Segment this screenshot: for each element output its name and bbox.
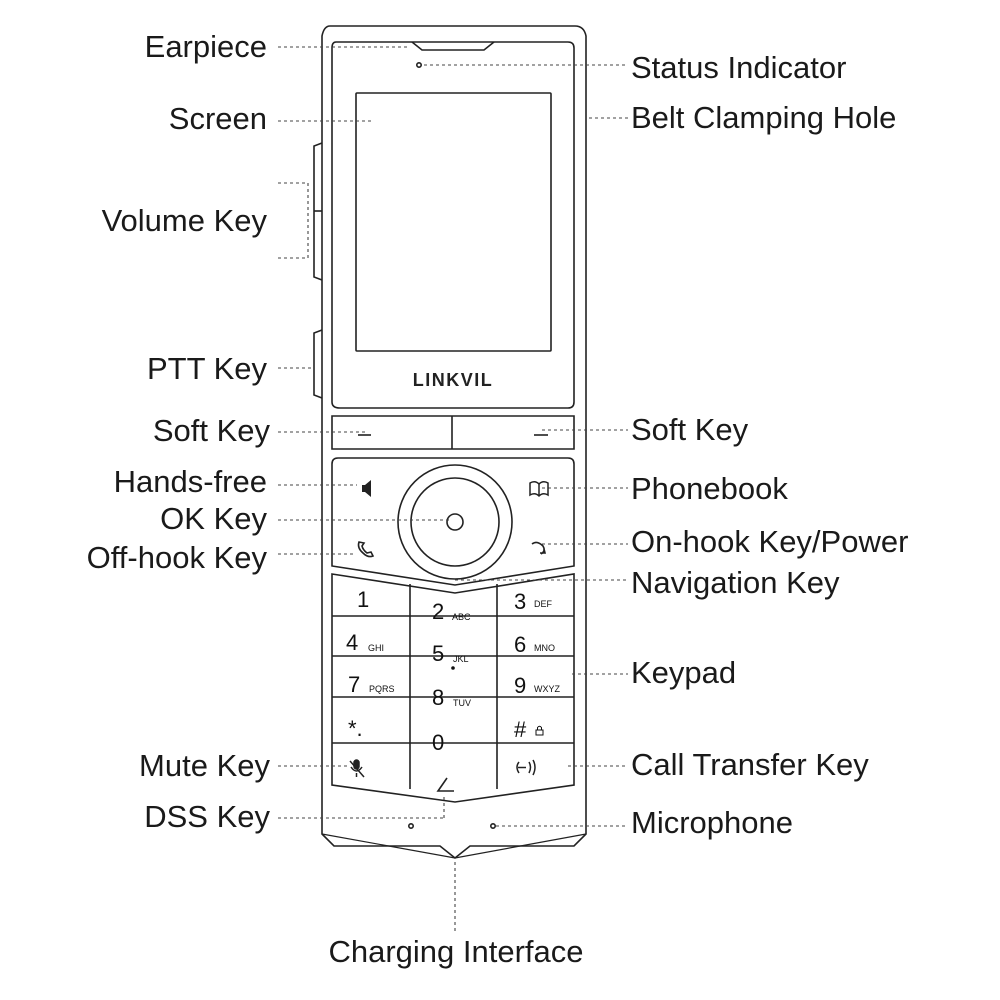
key-9[interactable]: 9 WXYZ — [514, 673, 561, 698]
earpiece-slot — [411, 41, 495, 51]
key-letters: MNO — [534, 643, 555, 653]
label-ptt-key: PTT Key — [146, 351, 267, 386]
key-hash[interactable]: # — [514, 717, 544, 742]
label-dss-key: DSS Key — [144, 799, 270, 834]
label-hands-free: Hands-free — [113, 464, 267, 499]
key-digit: 9 — [514, 673, 526, 698]
brand-logo: LINKVIL — [413, 370, 494, 390]
label-navigation-key: Navigation Key — [631, 565, 840, 600]
key-letters: WXYZ — [534, 684, 561, 694]
dss-icon — [436, 777, 454, 792]
key-letters: JKL — [453, 654, 469, 664]
on-hook-key[interactable] — [531, 541, 547, 555]
label-status-indicator: Status Indicator — [631, 50, 847, 85]
label-on-hook-key-power: On-hook Key/Power — [631, 524, 909, 559]
navigation-key[interactable] — [397, 464, 513, 580]
key-digit: 4 — [346, 630, 358, 655]
phone-body — [321, 25, 587, 860]
label-phonebook: Phonebook — [631, 471, 788, 506]
label-volume-key: Volume Key — [101, 203, 267, 238]
key-0[interactable]: 0 — [432, 730, 444, 755]
key-1[interactable]: 1 — [357, 587, 369, 612]
key-3[interactable]: 3 DEF — [514, 589, 553, 614]
function-area — [331, 457, 575, 586]
call-transfer-key[interactable] — [516, 759, 536, 776]
label-earpiece: Earpiece — [144, 29, 267, 64]
key-digit: 5 — [432, 641, 444, 666]
book-icon — [529, 480, 549, 498]
key-digit: 3 — [514, 589, 526, 614]
label-microphone: Microphone — [631, 805, 793, 840]
key-digit: 2 — [432, 599, 444, 624]
phonebook-key[interactable] — [529, 480, 549, 498]
hangup-icon — [531, 541, 547, 555]
label-charging-interface: Charging Interface — [328, 934, 584, 969]
screen — [355, 92, 552, 352]
label-mute-key: Mute Key — [139, 748, 270, 783]
key-digit: 7 — [348, 672, 360, 697]
key-2[interactable]: 2 ABC — [432, 599, 471, 624]
soft-key-strip — [331, 415, 575, 450]
label-ok-key: OK Key — [160, 501, 267, 536]
status-indicator-dot — [415, 61, 422, 68]
key-7[interactable]: 7 PQRS — [348, 672, 395, 697]
transfer-icon — [516, 759, 536, 776]
microphone-dot — [489, 822, 496, 829]
key-5-nub — [451, 666, 455, 670]
label-off-hook-key: Off-hook Key — [86, 540, 267, 575]
keypad-area — [331, 573, 575, 803]
label-soft-key-left: Soft Key — [152, 413, 270, 448]
key-digit: 6 — [514, 632, 526, 657]
key-digit: 8 — [432, 685, 444, 710]
key-4[interactable]: 4 GHI — [346, 630, 384, 655]
label-call-transfer-key: Call Transfer Key — [631, 747, 869, 782]
microphone-dot — [407, 822, 414, 829]
ok-key[interactable] — [446, 513, 464, 531]
hands-free-key[interactable] — [362, 480, 371, 497]
key-letters: TUV — [453, 698, 471, 708]
key-letters: GHI — [368, 643, 384, 653]
key-letters: PQRS — [369, 684, 395, 694]
dss-key[interactable] — [436, 777, 454, 792]
keypad: 1 2 ABC 3 DEF 4 GHI 5 JKL 6 MNO 7 PQRS 8… — [346, 587, 561, 755]
label-keypad: Keypad — [631, 655, 737, 690]
label-belt-clamping-hole: Belt Clamping Hole — [631, 100, 897, 135]
front-panel — [331, 41, 575, 409]
key-6[interactable]: 6 MNO — [514, 632, 555, 657]
microphone-mute-icon — [349, 759, 365, 778]
key-5[interactable]: 5 JKL — [432, 641, 469, 670]
key-letters: ABC — [452, 612, 471, 622]
key-digit: # — [514, 717, 527, 742]
mute-key[interactable] — [349, 759, 365, 778]
key-8[interactable]: 8 TUV — [432, 685, 471, 710]
key-letters: DEF — [534, 599, 553, 609]
ptt-key-shape — [313, 329, 323, 399]
label-soft-key-right: Soft Key — [631, 412, 749, 447]
label-screen: Screen — [168, 101, 267, 136]
off-hook-key[interactable] — [357, 541, 375, 558]
lock-icon — [535, 725, 544, 736]
key-star[interactable]: *. — [348, 716, 363, 741]
speaker-icon — [362, 480, 371, 497]
handset-icon — [357, 541, 375, 558]
